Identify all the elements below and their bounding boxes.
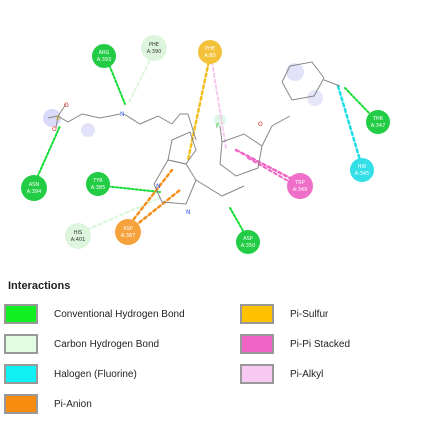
legend-swatch-pi-pi-stacked	[240, 334, 274, 354]
residue-his: HIS A:401	[65, 223, 91, 249]
halogen-hir	[336, 84, 362, 162]
legend-item-pi-alkyl: Pi-Alkyl	[240, 362, 323, 386]
residue-hir: HIR A:345	[350, 158, 374, 182]
residue-thr-number: A:347	[371, 123, 386, 129]
residue-his-number: A:401	[71, 237, 86, 243]
pi-alkyl-phe80	[211, 61, 227, 149]
residue-trp-number: A:349	[293, 187, 308, 193]
residue-phe80-name: PHE	[205, 46, 215, 52]
residue-asp387-number: A:387	[121, 233, 136, 239]
legend-label-pi-anion: Pi-Anion	[54, 398, 92, 410]
atom-label-n3: N	[186, 209, 191, 216]
residue-tyr: TYR A:385	[86, 172, 110, 196]
atom-label-f: F	[216, 123, 220, 130]
pi-sulfur-phe80	[186, 54, 212, 162]
carbon-hbond-phe390	[127, 55, 153, 105]
residue-trp: TRP A:349	[287, 173, 313, 199]
residue-trp-name: TRP	[294, 180, 305, 186]
residue-thr: THR A:347	[366, 110, 390, 134]
legend-item-pi-sulfur: Pi-Sulfur	[240, 302, 328, 326]
residue-asp350-number: A:350	[241, 243, 256, 249]
residue-tyr-number: A:385	[91, 185, 106, 191]
residue-arg-name: ARG	[99, 50, 110, 56]
residue-phe390: PHE A:390	[141, 35, 167, 61]
atom-label-n1: N	[120, 111, 125, 118]
residue-phe390-number: A:390	[147, 49, 162, 55]
legend-label-pi-sulfur: Pi-Sulfur	[290, 308, 329, 320]
residue-nodes: ARG A:393 PHE A:390 PHE A:80 ASN A:394 T…	[21, 35, 390, 254]
residue-asn: ASN A:394	[21, 175, 47, 201]
residue-hir-number: A:345	[355, 171, 370, 177]
residue-asp387: ASP A:387	[115, 219, 141, 245]
atom-label-o1: O	[64, 102, 69, 109]
atom-label-s: S	[56, 115, 60, 122]
legend-title: Interactions	[8, 280, 71, 292]
legend-swatch-pi-alkyl	[240, 364, 274, 384]
residue-asp387-name: ASP	[123, 226, 133, 232]
halo-group	[43, 63, 323, 137]
legend-item-halogen: Halogen (Fluorine)	[4, 362, 137, 386]
ligand-skeleton	[47, 61, 341, 205]
hbond-arg	[107, 61, 126, 105]
residue-phe80: PHE A:80	[198, 40, 222, 64]
legend-label-carbon-hbond: Carbon Hydrogen Bond	[54, 338, 160, 350]
legend: Interactions Conventional Hydrogen Bond …	[0, 276, 427, 421]
residue-asn-name: ASN	[29, 182, 40, 188]
interaction-diagram: N S O O N N O F ARG A:393 PHE A:390 PHE …	[21, 35, 390, 254]
carbon-hbond-his	[81, 197, 161, 233]
residue-asp350-name: ASP	[243, 236, 253, 242]
atom-label-o2: O	[52, 126, 57, 133]
residue-hir-name: HIR	[358, 164, 367, 170]
legend-item-pi-pi-stacked: Pi-Pi Stacked	[240, 332, 350, 356]
atom-labels: N S O O N N O F	[52, 102, 263, 216]
pi-anion-b	[128, 188, 182, 232]
legend-item-carbon-hbond: Carbon Hydrogen Bond	[4, 332, 159, 356]
legend-item-conventional-hbond: Conventional Hydrogen Bond	[4, 302, 185, 326]
legend-label-pi-alkyl: Pi-Alkyl	[290, 368, 324, 380]
residue-arg-number: A:393	[97, 57, 112, 63]
residue-phe80-number: A:80	[204, 53, 215, 59]
residue-arg: ARG A:393	[92, 44, 116, 68]
residue-asn-number: A:394	[27, 189, 42, 195]
residue-phe390-name: PHE	[149, 42, 159, 48]
legend-item-pi-anion: Pi-Anion	[4, 392, 92, 416]
residue-thr-name: THR	[372, 116, 384, 122]
hbond-tyr	[103, 185, 161, 193]
legend-swatch-conventional-hbond	[4, 304, 38, 324]
residue-asp350: ASP A:350	[236, 230, 260, 254]
hbond-thr	[344, 87, 373, 117]
atom-label-n2: N	[156, 183, 161, 190]
atom-label-o3: O	[258, 121, 263, 128]
legend-swatch-pi-sulfur	[240, 304, 274, 324]
legend-label-conventional-hbond: Conventional Hydrogen Bond	[54, 308, 185, 320]
residue-tyr-name: TYR	[92, 178, 103, 184]
residue-his-name: HIS	[74, 230, 82, 236]
hbond-asn	[35, 125, 61, 181]
legend-swatch-pi-anion	[4, 394, 38, 414]
legend-swatch-halogen	[4, 364, 38, 384]
legend-swatch-carbon-hbond	[4, 334, 38, 354]
pi-pi-trp-b	[247, 157, 291, 183]
legend-label-halogen: Halogen (Fluorine)	[54, 368, 137, 380]
pi-anion-a	[128, 168, 174, 226]
legend-label-pi-pi-stacked: Pi-Pi Stacked	[290, 338, 351, 350]
pi-pi-trp-a	[234, 148, 292, 180]
